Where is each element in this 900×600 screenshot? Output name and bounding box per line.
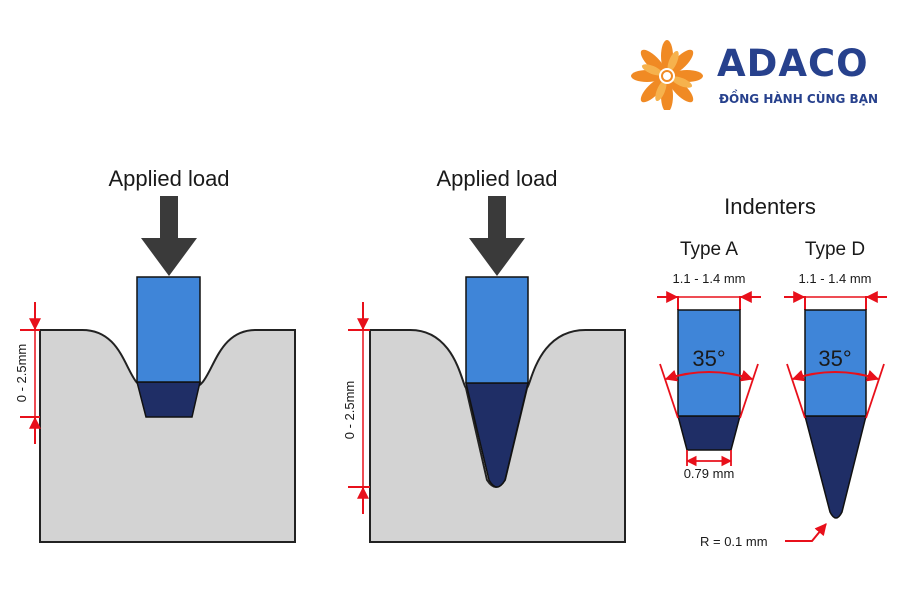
depth-dimension: [20, 302, 41, 444]
type-a-diameter-label: 1.1 - 1.4 mm: [673, 271, 746, 286]
type-a-body: [677, 309, 741, 417]
type-d-angle-label: 35°: [818, 346, 851, 371]
indenters-panel: Indenters Type A 1.1 - 1.4 mm 35° 0.79 m…: [657, 194, 887, 549]
brand-tagline: ĐỒNG HÀNH CÙNG BẠN: [719, 92, 879, 106]
radius-pointer: [785, 523, 827, 542]
load-arrow-icon: [469, 196, 525, 276]
load-arrow-icon: [141, 196, 197, 276]
angle-arc: [664, 369, 754, 382]
brand-logo: ADACO ĐỒNG HÀNH CÙNG BẠN: [627, 40, 887, 112]
flower-logo-icon: [631, 40, 703, 112]
middle-panel: Applied load 0 - 2.5mm: [342, 166, 626, 543]
depth-label: 0 - 2.5mm: [342, 381, 357, 440]
type-a-tip-label: 0.79 mm: [684, 466, 735, 481]
left-panel: Applied load 0 - 2.5mm: [14, 166, 296, 543]
type-d-body: [804, 309, 867, 417]
type-a-name: Type A: [680, 239, 738, 260]
type-d-name: Type D: [805, 239, 865, 260]
type-a-tip: [136, 381, 201, 418]
indenter-body: [465, 276, 529, 384]
type-a-angle-label: 35°: [692, 346, 725, 371]
angle-arc: [791, 369, 880, 382]
indenters-title: Indenters: [724, 194, 816, 219]
depth-label: 0 - 2.5mm: [14, 344, 29, 403]
type-a-indenter: Type A 1.1 - 1.4 mm 35° 0.79 mm: [657, 239, 761, 481]
type-d-tip: [465, 382, 529, 488]
depth-dimension: [348, 302, 370, 514]
indenter-body: [136, 276, 201, 383]
type-d-radius-label: R = 0.1 mm: [700, 534, 768, 549]
type-d-tip: [804, 415, 867, 519]
applied-load-label: Applied load: [436, 166, 557, 191]
type-d-indenter: Type D 1.1 - 1.4 mm 35° R = 0.1 mm: [700, 239, 887, 549]
applied-load-label: Applied load: [108, 166, 229, 191]
brand-name: ADACO: [717, 42, 869, 85]
type-d-diameter-label: 1.1 - 1.4 mm: [799, 271, 872, 286]
type-a-tip: [677, 415, 741, 451]
